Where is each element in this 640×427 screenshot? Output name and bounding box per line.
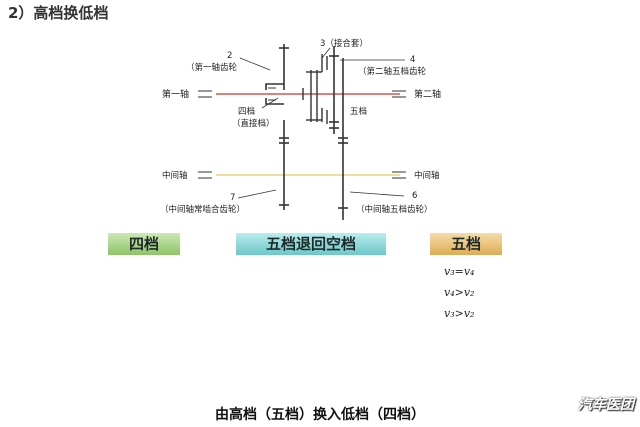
countershaft-left-bearing (198, 171, 212, 179)
caption: 由高档（五档）换入低档（四档） (215, 407, 425, 423)
equation-1: v₃=v₄ (444, 265, 475, 278)
gear-4-second-shaft-fifth (329, 46, 339, 134)
gear-7-countershaft (279, 120, 289, 210)
label-countershaft-right: 中间轴 (414, 170, 440, 181)
gear-6-countershaft-fifth (338, 58, 348, 220)
label-second-shaft: 第二轴 (414, 88, 441, 100)
label-sleeve: 3（接合套） (320, 38, 368, 49)
label-gear-4-name: （第二轴五档齿轮 (358, 66, 427, 77)
fifth-gear-box: 五档 (430, 233, 502, 255)
equation-2: v₄>v₂ (444, 286, 475, 299)
label-countershaft-left: 中间轴 (162, 170, 188, 181)
leader-gear-2 (239, 57, 271, 71)
leader-sleeve (321, 47, 331, 59)
label-first-shaft: 第一轴 (162, 88, 189, 100)
gear-2-first-shaft (265, 44, 289, 105)
label-fifth-gear: 五档 (350, 106, 367, 117)
leader-gear-7 (237, 189, 277, 199)
sleeve-3 (302, 54, 328, 124)
first-shaft-bearing (198, 90, 212, 98)
neutral-box: 五档退回空档 (236, 233, 386, 255)
label-gear-2-number: 2 (227, 51, 232, 61)
label-gear-6-number: 6 (412, 191, 417, 201)
leader-fourth (261, 97, 279, 109)
label-fourth-gear-direct: （直接档） (232, 118, 275, 129)
countershaft-right-bearing (392, 171, 406, 179)
fourth-gear-box: 四档 (108, 233, 180, 255)
label-fourth-gear: 四档 (238, 106, 255, 117)
label-gear-7-number: 7 (230, 193, 235, 203)
second-shaft-bearing (392, 90, 406, 98)
page-title: 2）高档换低档 (8, 4, 109, 22)
label-gear-7-name: （中间轴常啮合齿轮） (160, 204, 245, 215)
watermark-logo: 汽车医团 (578, 397, 634, 413)
label-gear-2-name: （第一轴齿轮 (186, 62, 238, 73)
label-gear-6-name: （中间轴五档齿轮） (356, 204, 433, 215)
equation-3: v₃>v₂ (444, 307, 475, 320)
label-gear-4-number: 4 (410, 55, 415, 65)
leader-gear-6 (349, 191, 405, 197)
